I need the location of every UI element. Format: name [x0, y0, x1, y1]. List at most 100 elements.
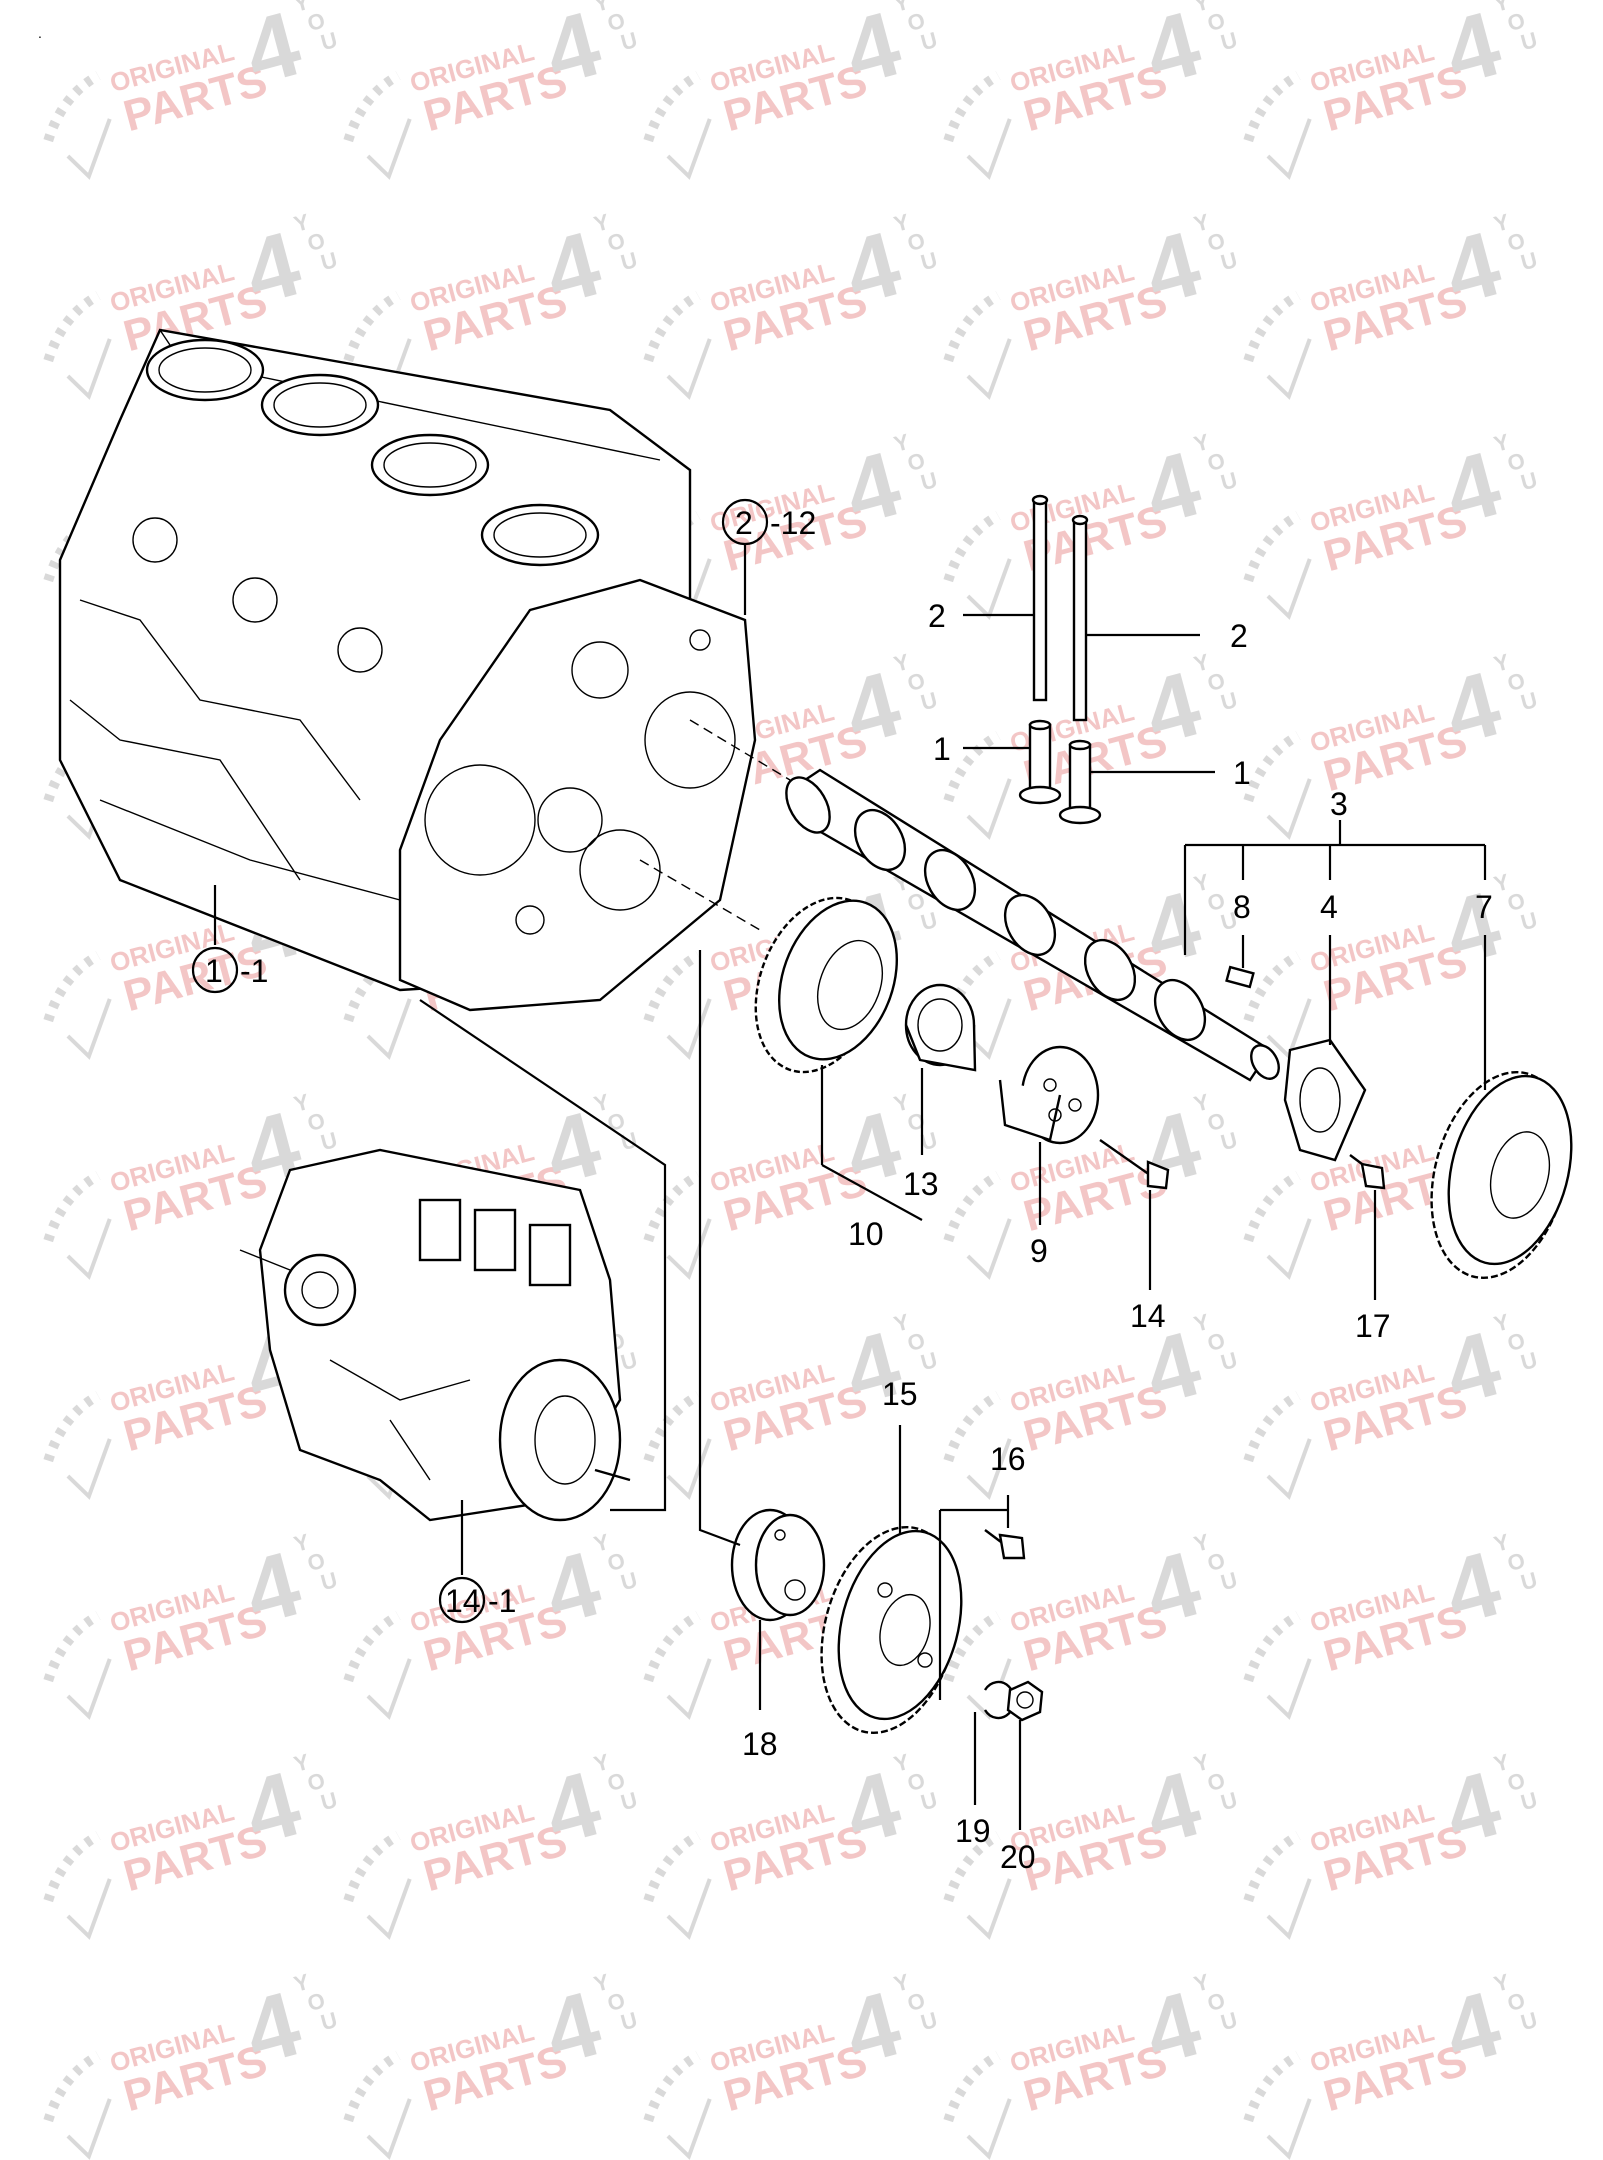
woodruff-key[interactable] — [1225, 965, 1255, 989]
svg-text:O: O — [605, 227, 628, 256]
svg-text:U: U — [618, 27, 640, 55]
svg-text:O: O — [1505, 1987, 1528, 2016]
callout-7[interactable]: 7 — [1475, 889, 1493, 925]
gear-case-plate[interactable] — [398, 578, 757, 1012]
svg-text:Y: Y — [1191, 0, 1212, 17]
svg-text:U: U — [918, 687, 940, 715]
svg-text:O: O — [305, 227, 328, 256]
svg-text:O: O — [1205, 7, 1228, 36]
svg-text:Y: Y — [591, 1529, 612, 1557]
svg-text:Y: Y — [291, 0, 312, 17]
svg-text:Y: Y — [1191, 1089, 1212, 1117]
callout-15[interactable]: 15 — [882, 1376, 918, 1412]
callout-19[interactable]: 19 — [955, 1813, 991, 1849]
svg-text:O: O — [305, 1987, 328, 2016]
svg-text:O: O — [905, 667, 928, 696]
callout-1-right[interactable]: 1 — [1233, 755, 1251, 791]
idler-shaft[interactable] — [998, 1045, 1100, 1145]
svg-text:U: U — [1218, 1567, 1240, 1595]
timing-gear[interactable] — [1410, 1057, 1591, 1293]
idler-bolt[interactable] — [1099, 1139, 1170, 1190]
svg-text:U: U — [918, 1127, 940, 1155]
svg-text:Y: Y — [1191, 649, 1212, 677]
svg-text:Y: Y — [1491, 429, 1512, 457]
callout-14[interactable]: 14 — [1130, 1298, 1166, 1334]
svg-text:Y: Y — [591, 0, 612, 17]
callout-1-left[interactable]: 1 — [933, 731, 951, 767]
callout-3[interactable]: 3 — [1330, 786, 1348, 822]
camshaft[interactable] — [777, 768, 1284, 1084]
svg-text:Y: Y — [1491, 649, 1512, 677]
svg-text:U: U — [1518, 1347, 1540, 1375]
svg-text:-12: -12 — [770, 505, 816, 541]
ref-callout-pump[interactable]: 14 -1 — [438, 1576, 516, 1624]
svg-text:O: O — [1505, 7, 1528, 36]
svg-text:Y: Y — [291, 1749, 312, 1777]
svg-text:O: O — [1205, 1327, 1228, 1356]
svg-text:U: U — [1518, 247, 1540, 275]
svg-text:O: O — [305, 1767, 328, 1796]
svg-text:Y: Y — [891, 1969, 912, 1997]
svg-text:Y: Y — [291, 1969, 312, 1997]
callout-13[interactable]: 13 — [903, 1166, 939, 1202]
svg-text:O: O — [1205, 1767, 1228, 1796]
svg-text:Y: Y — [891, 0, 912, 17]
svg-text:U: U — [1218, 687, 1240, 715]
svg-text:U: U — [918, 247, 940, 275]
callout-4[interactable]: 4 — [1320, 889, 1338, 925]
thrust-plate-bolt[interactable] — [1349, 1154, 1386, 1190]
pump-drive-gear[interactable] — [800, 1512, 981, 1748]
svg-text:Y: Y — [891, 1309, 912, 1337]
push-rods[interactable] — [1031, 494, 1089, 722]
callout-17[interactable]: 17 — [1355, 1308, 1391, 1344]
svg-text:O: O — [1505, 667, 1528, 696]
svg-text:Y: Y — [1191, 209, 1212, 237]
thrust-plate[interactable] — [1283, 1038, 1367, 1162]
pump-gear-bolt[interactable] — [984, 1529, 1026, 1560]
svg-text:O: O — [905, 1327, 928, 1356]
leader-lines — [213, 545, 1487, 1830]
pump-hub[interactable] — [730, 1508, 826, 1622]
callout-9[interactable]: 9 — [1030, 1233, 1048, 1269]
svg-text:Y: Y — [291, 209, 312, 237]
tappets[interactable] — [1018, 719, 1102, 825]
svg-text:U: U — [1518, 1567, 1540, 1595]
svg-text:U: U — [1218, 2007, 1240, 2035]
svg-text:O: O — [1205, 887, 1228, 916]
callout-10[interactable]: 10 — [848, 1216, 884, 1252]
ref-callout-block[interactable]: 1 -1 — [191, 946, 268, 994]
svg-text:U: U — [318, 1127, 340, 1155]
nut[interactable] — [1006, 1680, 1044, 1722]
svg-text:O: O — [1205, 227, 1228, 256]
svg-text:U: U — [918, 1347, 940, 1375]
callout-20[interactable]: 20 — [1000, 1839, 1036, 1875]
callout-8[interactable]: 8 — [1233, 889, 1251, 925]
callout-16[interactable]: 16 — [990, 1441, 1026, 1477]
fuel-injection-pump[interactable] — [239, 1148, 631, 1522]
callout-2-left[interactable]: 2 — [928, 598, 946, 634]
callout-2-right[interactable]: 2 — [1230, 618, 1248, 654]
idler-bushing[interactable] — [904, 983, 977, 1072]
svg-text:O: O — [1505, 1767, 1528, 1796]
svg-text:Y: Y — [1191, 1749, 1212, 1777]
callout-18[interactable]: 18 — [742, 1726, 778, 1762]
svg-text:Y: Y — [1491, 1969, 1512, 1997]
svg-text:U: U — [1218, 247, 1240, 275]
svg-text:U: U — [318, 1787, 340, 1815]
ref-callout-plate[interactable]: 2 -12 — [721, 498, 816, 546]
svg-text:O: O — [1205, 1987, 1228, 2016]
svg-text:U: U — [1518, 1787, 1540, 1815]
svg-text:O: O — [605, 1547, 628, 1576]
camshaft-gear[interactable] — [733, 880, 918, 1090]
